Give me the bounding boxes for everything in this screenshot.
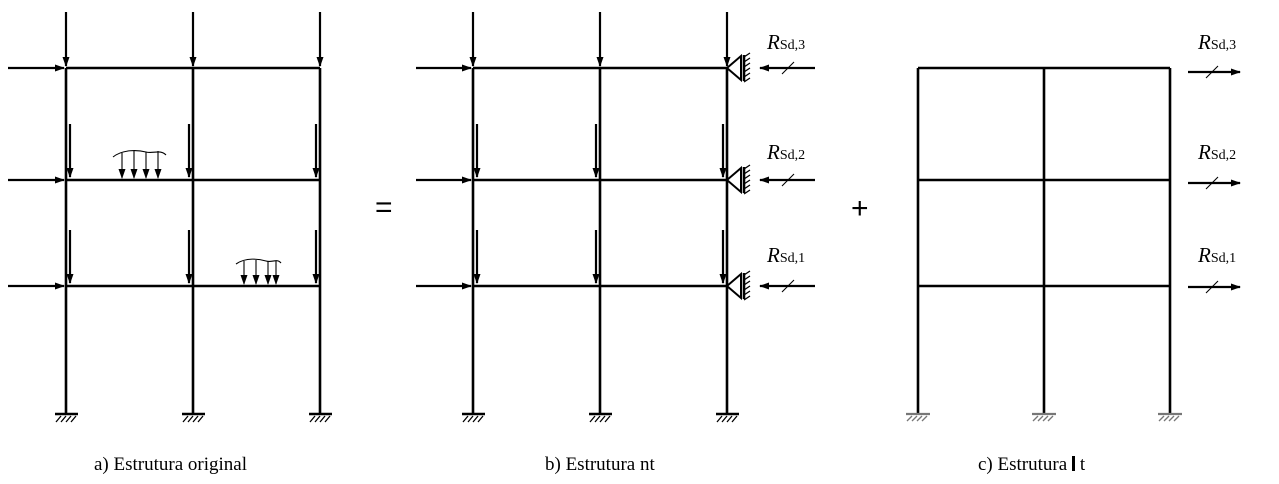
panel-a-frame (8, 12, 332, 423)
reaction-subscript: Sd,1 (1210, 251, 1237, 266)
distributed-load-1 (112, 150, 167, 179)
reaction-label-b-3: RSd,3 (767, 30, 805, 55)
roller-supports (725, 52, 751, 301)
reaction-symbol: R (1198, 243, 1211, 267)
plus-sign: + (851, 192, 869, 225)
reaction-label-c-1: RSd,1 (1198, 243, 1236, 268)
fixed-supports (55, 412, 332, 423)
reaction-label-c-2: RSd,2 (1198, 140, 1236, 165)
caption-panel-c-prefix: c) Estrutura (978, 454, 1068, 475)
reaction-subscript: Sd,3 (779, 38, 806, 53)
equals-sign: = (375, 191, 393, 224)
reaction-symbol: R (1198, 140, 1211, 164)
caption-panel-a: a) Estrutura original (94, 454, 248, 475)
fixed-supports (906, 412, 1182, 422)
caption-panel-c: c) Estrutura t (978, 454, 1085, 476)
columns (64, 68, 322, 414)
columns (471, 68, 729, 414)
reaction-label-c-3: RSd,3 (1198, 30, 1236, 55)
reaction-symbol: R (767, 30, 780, 54)
reaction-label-b-2: RSd,2 (767, 140, 805, 165)
reaction-arrows-inward (759, 61, 815, 293)
reaction-arrows-outward (1188, 65, 1241, 294)
reaction-symbol: R (767, 140, 780, 164)
beams (473, 66, 727, 288)
vertical-loads (469, 12, 731, 284)
fixed-supports (462, 412, 739, 423)
reaction-subscript: Sd,3 (1210, 38, 1237, 53)
horizontal-loads (8, 64, 65, 290)
reaction-subscript: Sd,2 (1210, 148, 1237, 163)
columns (916, 68, 1172, 414)
panel-c-frame (906, 65, 1241, 422)
horizontal-loads (416, 64, 472, 290)
vertical-loads (62, 12, 324, 284)
reaction-subscript: Sd,1 (779, 251, 806, 266)
beams (66, 66, 320, 288)
reaction-symbol: R (1198, 30, 1211, 54)
reaction-subscript: Sd,2 (779, 148, 806, 163)
bar-glyph (1071, 456, 1075, 471)
panel-b-frame (416, 12, 815, 423)
beams (918, 66, 1170, 288)
caption-panel-c-suffix: t (1079, 454, 1086, 475)
reaction-symbol: R (767, 243, 780, 267)
caption-panel-b: b) Estrutura nt (545, 454, 655, 475)
distributed-load-2 (235, 258, 282, 285)
reaction-label-b-1: RSd,1 (767, 243, 805, 268)
